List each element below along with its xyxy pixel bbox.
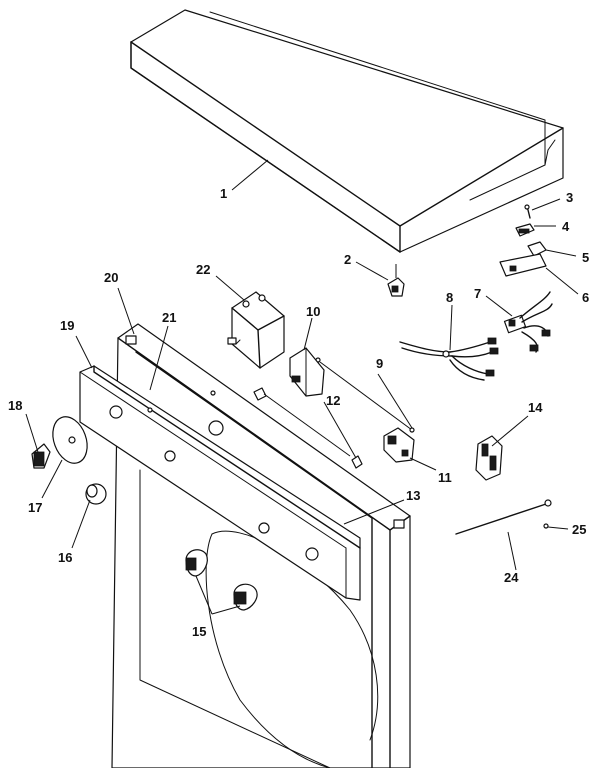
callout-21: 21 bbox=[162, 310, 176, 325]
callout-19: 19 bbox=[60, 318, 74, 333]
top-lid bbox=[130, 9, 564, 253]
callout-5: 5 bbox=[582, 250, 589, 265]
callout-6: 6 bbox=[582, 290, 589, 305]
callout-3: 3 bbox=[566, 190, 573, 205]
knobs-15 bbox=[185, 549, 258, 615]
screw-25 bbox=[543, 523, 569, 530]
terminal-block-14 bbox=[475, 435, 503, 481]
control-panel bbox=[79, 365, 361, 601]
callout-15: 15 bbox=[192, 624, 206, 639]
callout-17: 17 bbox=[28, 500, 42, 515]
wire-assembly-7 bbox=[503, 291, 553, 353]
callout-20: 20 bbox=[104, 270, 118, 285]
knob-18 bbox=[31, 443, 51, 469]
callout-7: 7 bbox=[474, 286, 481, 301]
wire-harness-8 bbox=[399, 337, 499, 381]
callout-25: 25 bbox=[572, 522, 586, 537]
callout-16: 16 bbox=[58, 550, 72, 565]
callout-14: 14 bbox=[528, 400, 543, 415]
callout-labels: 1 2 3 4 5 6 7 8 9 10 11 12 13 14 15 16 1… bbox=[8, 186, 589, 639]
callout-22: 22 bbox=[196, 262, 210, 277]
wire-12 bbox=[253, 387, 363, 469]
callout-12: 12 bbox=[326, 393, 340, 408]
callout-2: 2 bbox=[344, 252, 351, 267]
rod-24 bbox=[455, 499, 552, 535]
callout-4: 4 bbox=[562, 219, 570, 234]
callout-9: 9 bbox=[376, 356, 383, 371]
callout-8: 8 bbox=[446, 290, 453, 305]
dial-17 bbox=[52, 416, 88, 464]
hinge-hardware bbox=[499, 204, 547, 277]
timer-22 bbox=[227, 291, 285, 369]
lid-clip bbox=[387, 264, 405, 297]
callout-24: 24 bbox=[504, 570, 519, 585]
callout-13: 13 bbox=[406, 488, 420, 503]
callout-1: 1 bbox=[220, 186, 227, 201]
callout-18: 18 bbox=[8, 398, 22, 413]
knob-cap-16 bbox=[85, 483, 107, 505]
switch-11 bbox=[383, 427, 415, 463]
leader-lines bbox=[25, 159, 579, 571]
switch-10 bbox=[289, 347, 325, 397]
callout-10: 10 bbox=[306, 304, 320, 319]
callout-11: 11 bbox=[438, 470, 452, 485]
